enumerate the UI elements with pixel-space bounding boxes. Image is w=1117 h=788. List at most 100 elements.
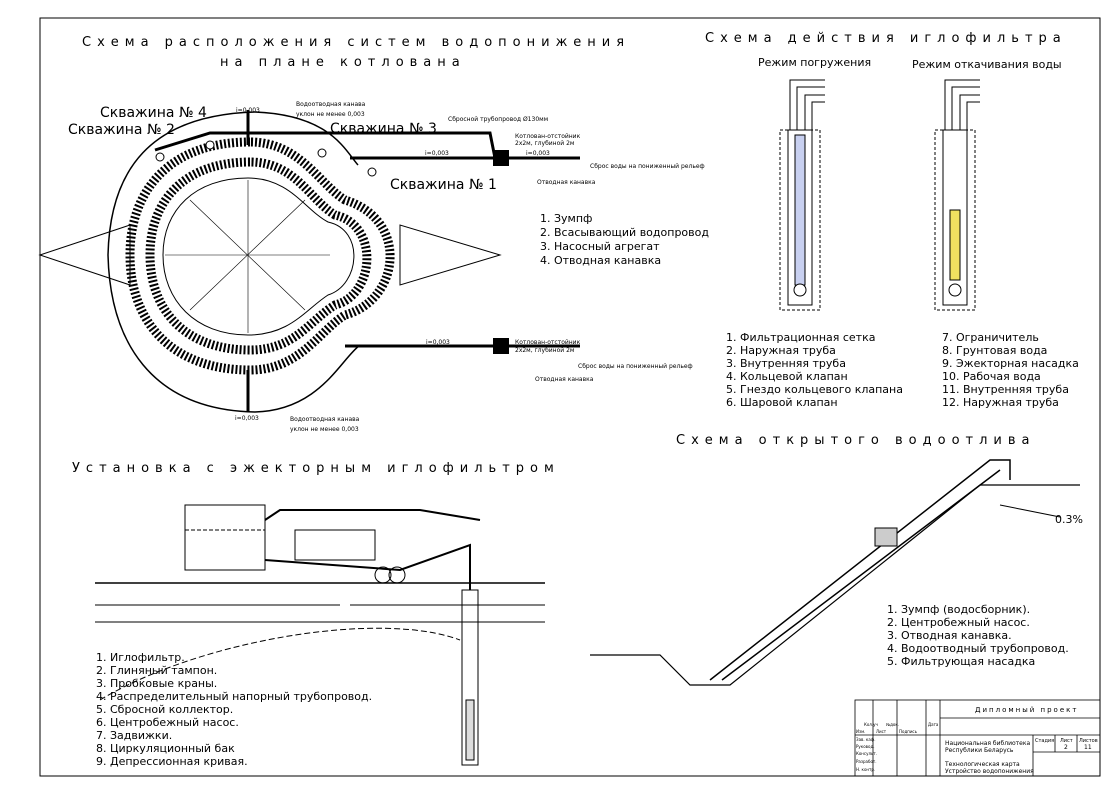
- plan-legend-item: 3. Насосный агрегат: [540, 240, 660, 253]
- open-dewatering-section: [590, 459, 1080, 686]
- open-slope: 0.3%: [1055, 513, 1083, 526]
- ejector-legend-item: 3. Пробковые краны.: [96, 677, 217, 690]
- open-title: Схема открытого водоотлива: [676, 433, 1035, 448]
- sheet-header: Лист: [1060, 738, 1073, 744]
- column-header: Дата: [928, 722, 939, 727]
- stage-header: Стадия: [1035, 738, 1054, 744]
- plan-legend-item: 2. Всасывающий водопровод: [540, 226, 709, 239]
- well-1-marker: [367, 167, 377, 177]
- wellpoint-legend-item: 1. Фильтрационная сетка: [726, 331, 875, 344]
- open-legend-item: 5. Фильтрующая насадка: [887, 655, 1035, 668]
- wellpoint-legend-left: 1. Фильтрационная сетка 2. Наружная труб…: [726, 331, 903, 409]
- well-2-label: Скважина № 2: [68, 122, 175, 138]
- ditch-slope: уклон не менее 0,003: [296, 111, 365, 118]
- role-label: Н. контр.: [856, 767, 875, 772]
- pit-bottom-outline: [162, 177, 355, 336]
- open-legend-item: 2. Центробежный насос.: [887, 616, 1030, 629]
- open-legend-item: 1. Зумпф (водосборник).: [887, 603, 1030, 616]
- ejector-legend-item: 2. Глиняный тампон.: [96, 664, 217, 677]
- hatched-ring-inner: [145, 157, 372, 355]
- ejector-legend-item: 5. Сбросной коллектор.: [96, 703, 233, 716]
- side-wedge-left: [38, 224, 131, 286]
- settler-size-top: 2х2м, глубиной 2м: [515, 140, 574, 147]
- plan-outer-outline: [254, 111, 359, 166]
- wellpoint-legend-item: 3. Внутренняя труба: [726, 357, 846, 370]
- plan-legend-item: 4. Отводная канавка: [540, 254, 661, 267]
- wellpoint-legend-item: 6. Шаровой клапан: [726, 396, 838, 409]
- wellpoint-legend-item: 7. Ограничитель: [942, 331, 1039, 344]
- title-block-text: Дипломный проект Национальная библиотека…: [856, 706, 1098, 775]
- org-line2: Республики Беларусь: [945, 747, 1014, 754]
- plan-legend-item: 1. Зумпф: [540, 212, 592, 225]
- wellpoint-legend-item: 10. Рабочая вода: [942, 370, 1041, 383]
- wellpoint-legend-item: 11. Внутренняя труба: [942, 383, 1069, 396]
- plan-title-line1: Схема расположения систем водопонижения: [82, 35, 630, 50]
- doc-line1: Технологическая карта: [944, 761, 1020, 768]
- open-legend-item: 4. Водоотводный трубопровод.: [887, 642, 1069, 655]
- ejector-legend-item: 6. Центробежный насос.: [96, 716, 239, 729]
- mode-pumping: Режим откачивания воды: [912, 58, 1062, 71]
- plan-pipes: [154, 110, 580, 412]
- plan-outer-outline: [107, 111, 361, 413]
- slope-label: i=0,003: [426, 339, 450, 346]
- wellpoint-legend-item: 12. Наружная труба: [942, 396, 1059, 409]
- wellpoint-legend-item: 2. Наружная труба: [726, 344, 836, 357]
- well-1-label: Скважина № 1: [390, 177, 497, 193]
- well-4-marker: [205, 140, 215, 150]
- ejector-legend-item: 1. Иглофильтр.: [96, 651, 185, 664]
- open-dewatering-diagram: Схема открытого водоотлива 0.3% 1. Зумпф…: [590, 433, 1083, 686]
- role-label: Разработ.: [856, 759, 877, 764]
- well-2-marker: [155, 152, 165, 162]
- sheets-header: Листов: [1079, 738, 1098, 744]
- slope-label: i=0,003: [425, 150, 449, 157]
- settler-label-top: Котлован-отстойник: [515, 133, 581, 140]
- ejector-legend-item: 8. Циркуляционный бак: [96, 742, 235, 755]
- project-label: Дипломный проект: [975, 706, 1078, 714]
- ejector-legend: 1. Иглофильтр. 2. Глиняный тампон. 3. Пр…: [96, 651, 372, 768]
- role-label: Руковод.: [856, 744, 874, 749]
- pipe-label: Сбросной трубопровод Ø130мм: [448, 116, 548, 123]
- radial-lines: [165, 180, 330, 333]
- ejector-installation: [95, 504, 545, 766]
- column-header: Лист: [876, 729, 887, 734]
- column-header: №док.: [886, 722, 899, 727]
- sheet-number: 2: [1064, 744, 1068, 751]
- title-block: [854, 699, 1101, 777]
- ejector-diagram: Установка с эжекторным иглофильтром 1. И…: [72, 461, 560, 768]
- ditch-label: Водоотводная канава: [296, 101, 366, 108]
- wellpoint-legend-right: 7. Ограничитель 8. Грунтовая вода 9. Эже…: [942, 331, 1079, 409]
- ejector-legend-item: 4. Распределительный напорный трубопрово…: [96, 690, 372, 703]
- role-label: Зав. каф.: [856, 737, 875, 742]
- outlet-label-bottom: Отводная канавка: [535, 376, 594, 383]
- slope-label: i=0,003: [236, 107, 260, 114]
- role-label: Консульт.: [856, 751, 877, 756]
- well-3-label: Скважина № 3: [330, 121, 437, 137]
- column-header: Изм.: [856, 729, 865, 734]
- wellpoint-diagram: Схема действия иглофильтра Режим погруже…: [705, 31, 1079, 409]
- sheet-frame: [39, 17, 1101, 777]
- outlet-label-top: Отводная канавка: [537, 179, 596, 186]
- hatched-ring-outer: [125, 137, 395, 375]
- settling-pit-bottom: [493, 338, 509, 354]
- mode-immersion: Режим погружения: [758, 56, 871, 69]
- open-legend: 1. Зумпф (водосборник). 2. Центробежный …: [887, 603, 1069, 668]
- well-4-label: Скважина № 4: [100, 105, 207, 121]
- sheets-count: 11: [1084, 744, 1092, 751]
- settling-pit-top: [493, 150, 509, 166]
- ejector-legend-item: 7. Задвижки.: [96, 729, 172, 742]
- plan-title-line2: на плане котлована: [220, 55, 466, 70]
- slope-label: i=0,003: [526, 150, 550, 157]
- well-3-marker: [317, 148, 327, 158]
- discharge-label-bottom: Сброс воды на пониженный рельеф: [578, 363, 693, 370]
- ejector-title: Установка с эжекторным иглофильтром: [72, 461, 560, 476]
- ditch-slope-bottom: уклон не менее 0,003: [290, 426, 359, 433]
- column-header: Кол.уч: [864, 722, 878, 727]
- wellpoint-legend-item: 9. Эжекторная насадка: [942, 357, 1079, 370]
- wellpoint-title: Схема действия иглофильтра: [705, 31, 1067, 46]
- open-legend-item: 3. Отводная канавка.: [887, 629, 1012, 642]
- slope-label: i=0,003: [235, 415, 259, 422]
- plan-diagram: Схема расположения систем водопонижения …: [38, 35, 709, 433]
- wellpoint-tubes: [779, 79, 980, 311]
- discharge-label-top: Сброс воды на пониженный рельеф: [590, 163, 705, 170]
